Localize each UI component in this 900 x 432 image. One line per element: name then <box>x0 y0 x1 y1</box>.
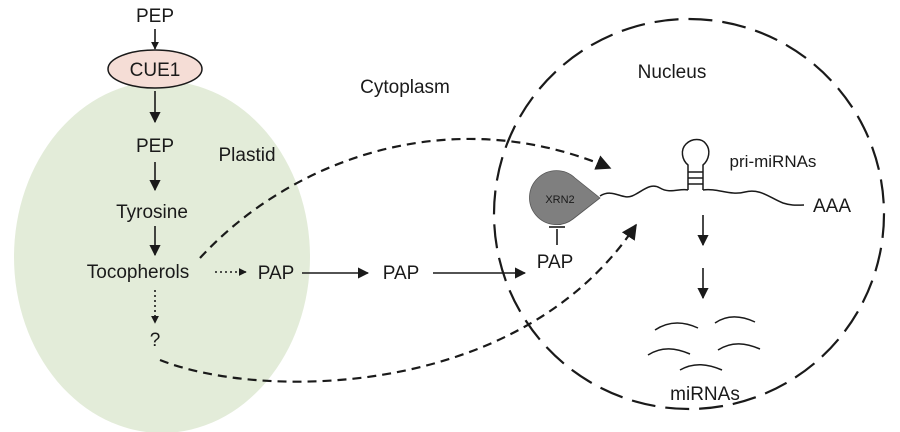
pep-top-label: PEP <box>136 6 174 27</box>
xrn2-label: XRN2 <box>545 194 574 206</box>
plastid-compartment <box>14 81 310 432</box>
pri-mirna-strand-right <box>702 188 805 206</box>
xrn2-exonuclease <box>529 170 601 226</box>
mirna-fragment-1 <box>654 322 699 331</box>
pap-plastid-label: PAP <box>258 263 295 284</box>
tocopherols-to-nucleus-dashed-arrow <box>199 137 612 259</box>
mirna-fragment-2 <box>714 316 756 324</box>
pap-cytoplasm-label: PAP <box>383 263 420 284</box>
cue1-transporter <box>107 49 203 89</box>
cue1-label: CUE1 <box>130 60 181 81</box>
pri-mirnas-label: pri-miRNAs <box>730 152 817 171</box>
mirna-fragment-5 <box>679 364 723 371</box>
nucleus-compartment <box>492 17 886 411</box>
pap-nucleus-label: PAP <box>537 252 574 273</box>
pri-mirna-strand-left <box>599 185 689 198</box>
aaa-label: AAA <box>813 196 851 217</box>
cytoplasm-label: Cytoplasm <box>360 77 450 98</box>
unknown-signal-label: ? <box>150 330 161 351</box>
tyrosine-label: Tyrosine <box>116 202 188 223</box>
pri-mirna-stem-loop <box>681 138 710 190</box>
nucleus-label: Nucleus <box>638 62 707 83</box>
mirna-fragment-3 <box>647 348 691 356</box>
pep-plastid-label: PEP <box>136 136 174 157</box>
mirnas-label: miRNAs <box>670 384 740 405</box>
mirna-fragment-4 <box>717 343 761 351</box>
unknown-to-nucleus-dashed-arrow <box>159 223 637 383</box>
plastid-label: Plastid <box>218 145 275 166</box>
tocopherols-label: Tocopherols <box>87 262 189 283</box>
